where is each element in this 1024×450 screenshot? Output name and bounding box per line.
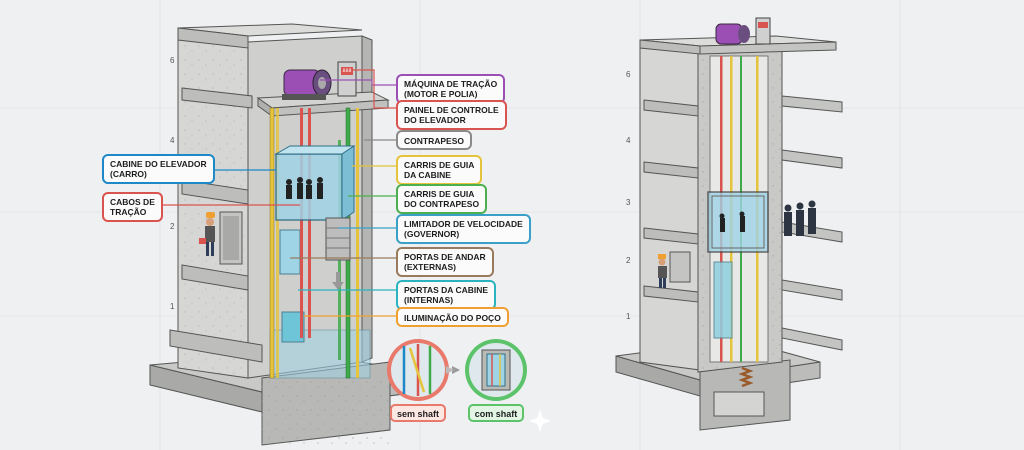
floor-number-right-2: 2 [626,256,631,265]
elevator-car-right [707,191,769,253]
worker-figure-left [199,212,215,256]
floor-number-left-1: 1 [170,302,175,311]
compare-without-shaft [387,339,449,401]
floor-number-right-6: 6 [626,70,631,79]
left-building [149,23,421,446]
label-landing-doors: PORTAS DE ANDAR (EXTERNAS) [396,247,494,277]
label-control-panel: PAINEL DE CONTROLE DO ELEVADOR [396,100,507,130]
label-counterweight-guide-rails: CARRIS DE GUIA DO CONTRAPESO [396,184,488,214]
label-car-guide-rails: CARRIS DE GUIA DA CABINE [396,155,483,185]
label-elevator-car: CABINE DO ELEVADOR (CARRO) [102,154,215,184]
floor-number-left-4: 4 [170,136,175,145]
badge-with-shaft: com shaft [468,404,524,422]
badge-without-shaft: sem shaft [390,404,446,422]
traction-motor [282,69,332,100]
label-speed-governor: LIMITADOR DE VELOCIDADE (GOVERNOR) [396,214,531,244]
floor-number-left-6: 6 [170,56,175,65]
label-traction-cables: CABOS DE TRAÇÃO [102,192,163,222]
floor-number-left-2: 2 [170,222,175,231]
leader-lines [160,69,396,317]
label-shaft-lighting: ILUMINAÇÃO DO POÇO [396,307,509,327]
floor-number-right-3: 3 [626,198,631,207]
worker-figure-right [658,254,667,288]
label-counterweight: CONTRAPESO [396,130,472,150]
compare-with-shaft [465,339,527,401]
panel-display: 888 [342,68,352,74]
right-building [615,17,843,431]
floor-number-right-4: 4 [626,136,631,145]
elevator-car-body [274,145,356,221]
people-right [784,200,816,236]
label-traction-machine: MÁQUINA DE TRAÇÃO (MOTOR E POLIA) [396,74,506,104]
label-car-doors: PORTAS DA CABINE (INTERNAS) [396,280,497,310]
compare-arrow [452,366,460,374]
floor-number-right-1: 1 [626,312,631,321]
counterweight-block [325,217,351,261]
